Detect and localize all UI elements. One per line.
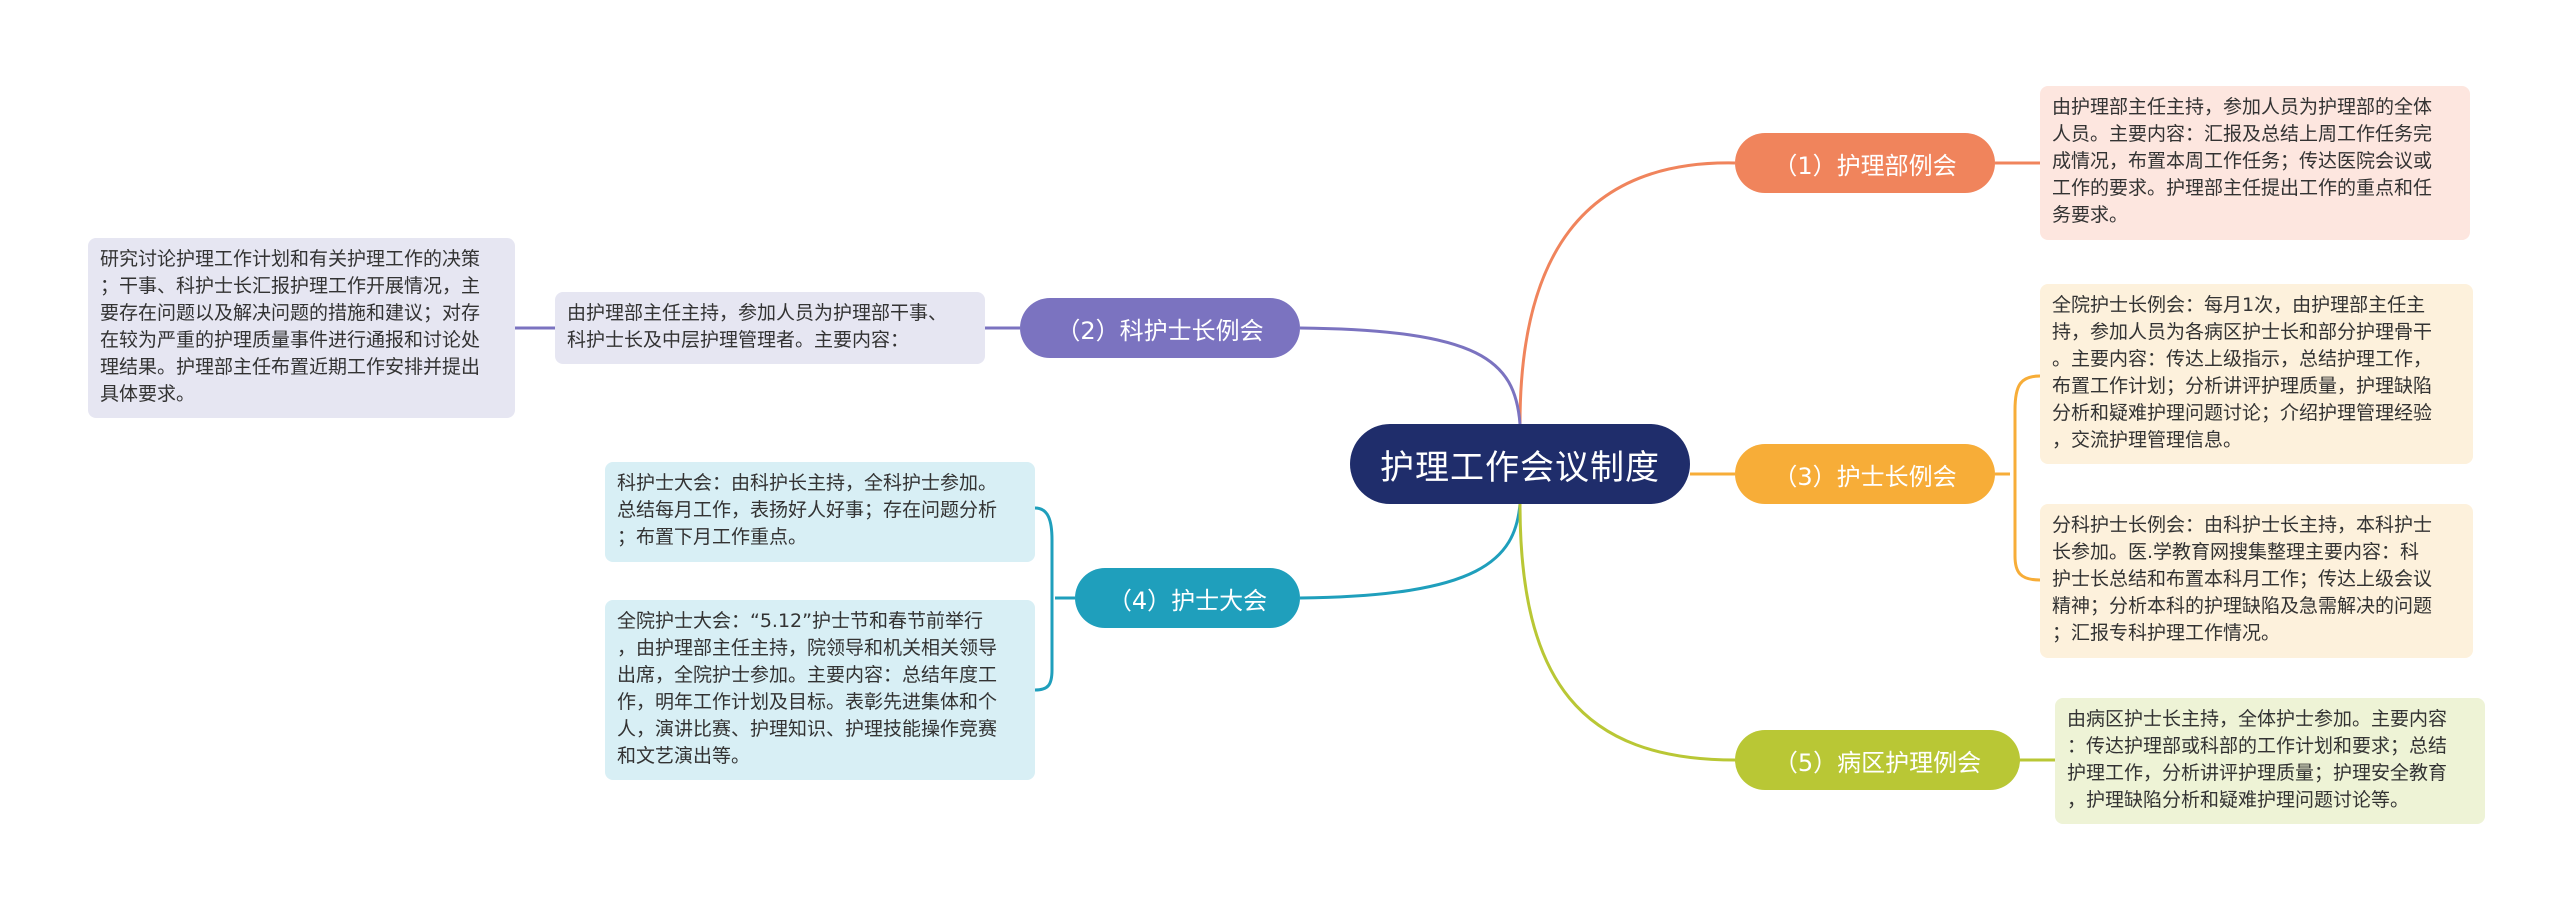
leaf-line: 全院护士大会：“5.12”护士节和春节前举行 — [617, 610, 983, 632]
leaf-line: ；汇报专科护理工作情况。 — [2052, 622, 2281, 644]
leaf-line: ，由护理部主任主持，院领导和机关相关领导 — [617, 637, 998, 659]
leaf-head-nurse-dept-meeting-detail: 研究讨论护理工作计划和有关护理工作的决策 ；干事、科护士长汇报护理工作开展情况，… — [88, 238, 515, 418]
leaf-dept-nurse-assembly: 科护士大会：由科护长主持，全科护士参加。 总结每月工作，表扬好人好事；存在问题分… — [605, 462, 1035, 562]
leaf-line: 全院护士长例会：每月1次，由护理部主任主 — [2052, 294, 2426, 316]
leaf-line: 护士长总结和布置本科月工作；传达上级会议 — [2052, 568, 2433, 590]
leaf-line: 总结每月工作，表扬好人好事；存在问题分析 — [617, 499, 998, 521]
branch-head-nurse-meeting[interactable]: （3）护士长例会 — [1735, 444, 1995, 504]
leaf-line: ；布置下月工作重点。 — [617, 526, 808, 548]
branch-head-nurse-dept-meeting[interactable]: （2）科护士长例会 — [1020, 298, 1300, 358]
leaf-line: 成情况，布置本周工作任务；传达医院会议或 — [2052, 150, 2433, 172]
leaf-line: 长参加。医.学教育网搜集整理主要内容：科 — [2052, 541, 2420, 563]
leaf-line: 人，演讲比赛、护理知识、护理技能操作竞赛 — [617, 718, 998, 740]
leaf-line: 由病区护士长主持，全体护士参加。主要内容 — [2067, 708, 2448, 730]
leaf-line: 布置工作计划；分析讲评护理质量，护理缺陷 — [2052, 375, 2433, 397]
link-b4-leaves — [1034, 506, 1075, 692]
leaf-line: 和文艺演出等。 — [617, 745, 751, 767]
leaf-line: ，护理缺陷分析和疑难护理问题讨论等。 — [2067, 789, 2410, 811]
leaf-line: 作，明年工作计划及目标。表彰先进集体和个 — [617, 691, 998, 713]
leaf-line: ，交流护理管理信息。 — [2052, 429, 2243, 451]
leaf-line: 科护士长及中层护理管理者。主要内容： — [567, 329, 910, 351]
leaf-line: 工作的要求。护理部主任提出工作的重点和任 — [2052, 177, 2433, 199]
leaf-line: ；干事、科护士长汇报护理工作开展情况，主 — [100, 275, 481, 297]
leaf-hospital-head-nurse-meeting: 全院护士长例会：每月1次，由护理部主任主 持，参加人员为各病区护士长和部分护理骨… — [2040, 284, 2473, 464]
leaf-line: ：传达护理部或科部的工作计划和要求；总结 — [2067, 735, 2448, 757]
leaf-line: 由护理部主任主持，参加人员为护理部干事、 — [567, 302, 948, 324]
leaf-line: 持，参加人员为各病区护士长和部分护理骨干 — [2052, 321, 2433, 343]
leaf-head-nurse-dept-meeting: 由护理部主任主持，参加人员为护理部干事、 科护士长及中层护理管理者。主要内容： — [555, 292, 985, 364]
root-topic[interactable]: 护理工作会议制度 — [1350, 424, 1690, 504]
leaf-dept-head-nurse-meeting: 分科护士长例会：由科护士长主持，本科护士 长参加。医.学教育网搜集整理主要内容：… — [2040, 504, 2473, 658]
leaf-nursing-dept-meeting: 由护理部主任主持，参加人员为护理部的全体 人员。主要内容：汇报及总结上周工作任务… — [2040, 86, 2470, 240]
link-root-b4 — [1299, 503, 1522, 600]
leaf-line: 理结果。护理部主任布置近期工作安排并提出 — [100, 356, 481, 378]
leaf-line: 由护理部主任主持，参加人员为护理部的全体 — [2052, 96, 2433, 118]
link-root-b1 — [1518, 161, 1736, 425]
leaf-line: 在较为严重的护理质量事件进行通报和讨论处 — [100, 329, 481, 351]
leaf-hospital-nurse-assembly: 全院护士大会：“5.12”护士节和春节前举行 ，由护理部主任主持，院领导和机关相… — [605, 600, 1035, 780]
branch-nurse-assembly[interactable]: （4）护士大会 — [1075, 568, 1300, 628]
branch-ward-nursing-meeting[interactable]: （5）病区护理例会 — [1735, 730, 2020, 790]
branch-nursing-dept-meeting[interactable]: （1）护理部例会 — [1735, 133, 1995, 193]
leaf-line: 。主要内容：传达上级指示，总结护理工作， — [2052, 348, 2433, 370]
leaf-ward-nursing-meeting: 由病区护士长主持，全体护士参加。主要内容 ：传达护理部或科部的工作计划和要求；总… — [2055, 698, 2485, 824]
leaf-line: 精神；分析本科的护理缺陷及急需解决的问题 — [2052, 595, 2433, 617]
leaf-line: 出席，全院护士参加。主要内容：总结年度工 — [617, 664, 998, 686]
leaf-line: 研究讨论护理工作计划和有关护理工作的决策 — [100, 248, 481, 270]
link-root-b5 — [1518, 503, 1736, 762]
leaf-line: 护理工作，分析讲评护理质量；护理安全教育 — [2067, 762, 2448, 784]
leaf-line: 要存在问题以及解决问题的措施和建议；对存 — [100, 302, 481, 324]
leaf-line: 分科护士长例会：由科护士长主持，本科护士 — [2052, 514, 2433, 536]
leaf-line: 务要求。 — [2052, 204, 2129, 226]
leaf-line: 科护士大会：由科护长主持，全科护士参加。 — [617, 472, 998, 494]
leaf-line: 分析和疑难护理问题讨论；介绍护理管理经验 — [2052, 402, 2433, 424]
leaf-line: 人员。主要内容：汇报及总结上周工作任务完 — [2052, 123, 2433, 145]
leaf-line: 具体要求。 — [100, 383, 196, 405]
link-b3-leaves — [1995, 374, 2041, 582]
link-root-b2 — [1299, 326, 1522, 425]
